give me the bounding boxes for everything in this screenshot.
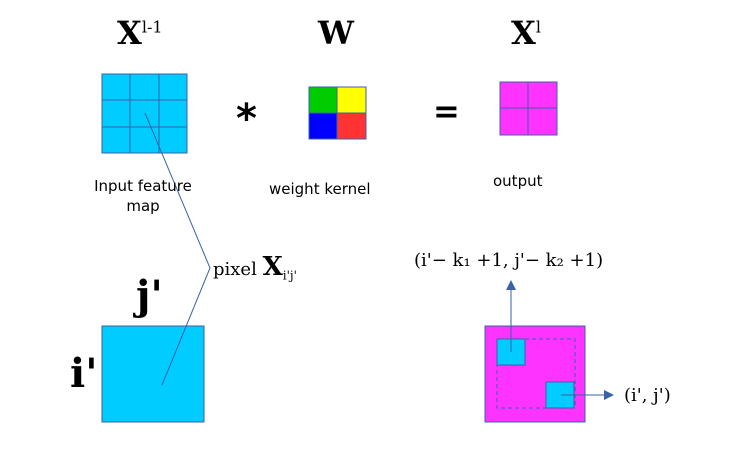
- weight-kernel-grid: [308, 86, 367, 140]
- top-left-coordinate: (i'− k₁ +1, j'− k₂ +1): [414, 250, 604, 271]
- input-feature-map-grid: [101, 73, 188, 154]
- input-title-superscript: l-1: [141, 17, 163, 37]
- j-axis-label: j': [136, 272, 163, 319]
- kernel-caption: weight kernel: [269, 180, 371, 198]
- input-title-symbol: X: [117, 14, 142, 52]
- output-title-superscript: l: [535, 17, 541, 37]
- input-caption-line1: Input feature: [94, 177, 192, 195]
- output-title: Xl: [511, 14, 541, 52]
- bottom-right-coordinate: (i', j'): [624, 385, 671, 406]
- output-caption: output: [493, 172, 543, 190]
- pixel-label: pixel Xi'j': [213, 252, 297, 283]
- receptive-field-dashed-box: [496, 338, 576, 409]
- pixel-label-subscript: i'j': [282, 268, 297, 283]
- convolution-operator: *: [236, 96, 257, 142]
- output-grid: [499, 81, 558, 136]
- pixel-label-symbol: X: [262, 252, 283, 282]
- i-axis-label: i': [70, 350, 98, 397]
- pixel-label-prefix: pixel: [213, 259, 257, 280]
- input-caption-line2: map: [126, 197, 160, 215]
- output-title-symbol: X: [511, 14, 536, 52]
- input-patch-square: [101, 325, 205, 423]
- pixel-pointer-line: [144, 112, 211, 386]
- input-caption: Input feature map: [82, 176, 204, 216]
- kernel-title: W: [318, 14, 354, 52]
- equals-operator: =: [433, 92, 460, 130]
- input-title: Xl-1: [117, 14, 163, 52]
